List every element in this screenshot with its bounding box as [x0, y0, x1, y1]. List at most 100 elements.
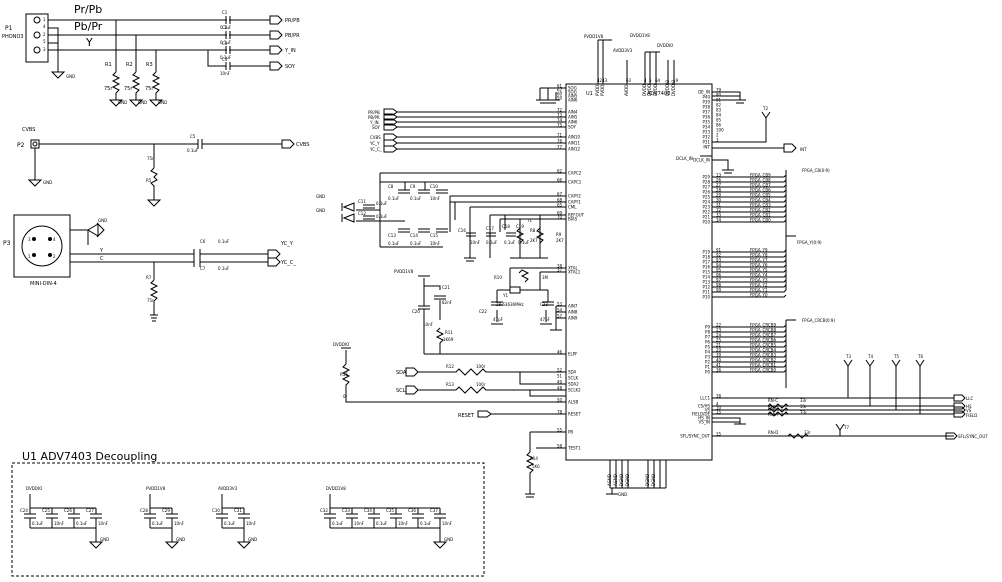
u1-left-pin-num: 61 — [557, 84, 563, 89]
bus-net-label: FPGA_CRCB5 — [750, 343, 776, 348]
u1-right-pin-num: 26 — [716, 178, 722, 183]
u1-right-pin-num: 22 — [716, 323, 722, 328]
u1-right-pin-num: 15 — [716, 432, 722, 437]
lnet-ycc: YC_C_ — [369, 147, 383, 152]
u1-left-pin-name: CAPY1 — [568, 200, 581, 205]
u1-left-pin-num: 59 — [557, 96, 563, 101]
u1-right-pin-name: VS_IN — [699, 420, 710, 425]
u1-left-pin-name: CML — [568, 205, 577, 210]
bus-wire — [712, 259, 787, 263]
net-flags-sync — [945, 394, 966, 440]
u1-right-pin-name: P24 — [702, 200, 710, 205]
gnd-r3: GND — [158, 100, 167, 105]
bus-wire — [712, 339, 787, 343]
net-soy: SOY — [285, 64, 296, 70]
u1-right-pin-num: 13 — [716, 173, 722, 178]
decoupling-cap-val: 0.1uF — [76, 521, 88, 526]
c9-val: 0.1uF — [410, 196, 422, 201]
net-pbpr: PB/PR — [285, 33, 300, 39]
u1-right-pin-num: 34 — [716, 218, 722, 223]
u1-left-pin-num: 73 — [557, 113, 563, 118]
bus-wire — [712, 209, 787, 213]
c10-ref: C10 — [430, 184, 438, 189]
decoupling-cap-ref: C24 — [20, 508, 28, 513]
u1-top-pin-num: 64 — [655, 78, 661, 83]
c11-val: 0.1uF — [376, 201, 388, 206]
u1-right-pin-name: P32 — [702, 135, 710, 140]
c6-ref: C6 — [200, 239, 206, 244]
u1-left-pin-num: 66 — [557, 178, 563, 183]
c18-ref: C18 — [502, 224, 510, 229]
c23-val: 47pF — [540, 317, 551, 322]
c19-val: 0.1uF — [518, 240, 530, 245]
u1-right-pin-num: 40 — [716, 358, 722, 363]
decoupling-cap — [368, 508, 380, 528]
decoupling-cap-ref: C29 — [162, 508, 170, 513]
r2-symbol — [131, 35, 141, 100]
bus-wire — [712, 219, 787, 223]
u1-right-pin-name: P39 — [702, 100, 710, 105]
decoupling-cap-val: 0.1uF — [332, 521, 344, 526]
y1-val: 28.63636MHz — [496, 302, 524, 307]
u1-right-pin-name: DE_IN — [698, 90, 710, 95]
r9-ref: R9 — [556, 232, 562, 237]
decoupling-cap-ref: C35 — [386, 508, 394, 513]
t7-label: T7 — [843, 425, 849, 430]
bus-wire — [712, 354, 787, 358]
u1-right-pin-name: P27 — [702, 185, 710, 190]
u1-top-pin-num: 19 — [673, 78, 679, 83]
decoupling-wire — [221, 494, 252, 549]
c12-ref: C12 — [358, 211, 366, 216]
u1-left-pin-num: 37 — [557, 268, 563, 273]
gnd-u1: GND — [618, 492, 627, 497]
r8-val: 2K7 — [530, 238, 538, 243]
u1-bottom-pin-name: AGND — [607, 474, 612, 486]
bus-net-label: FPGA_Y6 — [750, 263, 768, 268]
u1-left-pin-num: 60 — [557, 92, 563, 97]
c1-ref: C1 — [222, 10, 228, 15]
bus-wire — [712, 264, 787, 268]
u1-right-pin-name: P16 — [702, 265, 710, 270]
bus-net-label: FPGA_Y4 — [750, 273, 768, 278]
lnet-prpb: PR/PB — [368, 110, 380, 115]
decoupling-cap — [324, 508, 336, 528]
u1-right-pin-num: 95 — [716, 268, 722, 273]
c14-val: 0.1uF — [410, 241, 422, 246]
bus-net-label: FPGA_CB6 — [750, 188, 771, 193]
decoupling-wire — [29, 494, 104, 549]
u1-left-pin-num: 70 — [557, 215, 563, 220]
u1-power-wires — [597, 39, 675, 84]
bus-wire — [712, 199, 787, 203]
u1-right-pin-name: P10 — [702, 295, 710, 300]
u1-left-pin-name: XTAL1 — [568, 270, 581, 275]
u1-right-pin-name: P19 — [702, 250, 710, 255]
p1-ref: P1 — [5, 25, 13, 32]
u1-top-pin-name: AVDD — [624, 85, 629, 96]
c20-ref: C20 — [412, 309, 420, 314]
u1-right-pin-num: 41 — [716, 363, 722, 368]
decoupling-cap — [166, 508, 178, 528]
u1-gnd-pins — [606, 460, 667, 495]
u1-left-pin-num: 50 — [557, 398, 563, 403]
u1-right-pin-num: 28 — [716, 188, 722, 193]
net-ycc: YC_C_ — [280, 260, 296, 266]
u1-right-pin-name: P6 — [705, 340, 710, 345]
c9-ref: C9 — [410, 184, 416, 189]
p3-ref: P3 — [3, 240, 11, 247]
gnd-symbols-p1 — [50, 71, 164, 107]
decoupling-cap — [412, 508, 424, 528]
decoupling-gnd: GND — [444, 537, 453, 542]
u1-top-pin-name: DVDDIO — [671, 80, 676, 96]
u1-left-pin-num: 75 — [557, 123, 563, 128]
u1-left-pin-num: 38 — [557, 264, 563, 269]
u1-bottom-pin-name: AGND — [613, 474, 618, 486]
c20-val: 10nF — [423, 322, 434, 327]
u1-left-pin-name: AIN6 — [568, 98, 578, 103]
c22-ref: C22 — [479, 309, 487, 314]
bus-net-label: FPGA_CRCB6 — [750, 338, 776, 343]
p3-wires — [70, 223, 268, 315]
c1-val: 0.1uF — [220, 25, 232, 30]
r2-ref: R2 — [126, 62, 133, 68]
pwr-dvdd1v8: DVDD1V8 — [630, 33, 650, 38]
